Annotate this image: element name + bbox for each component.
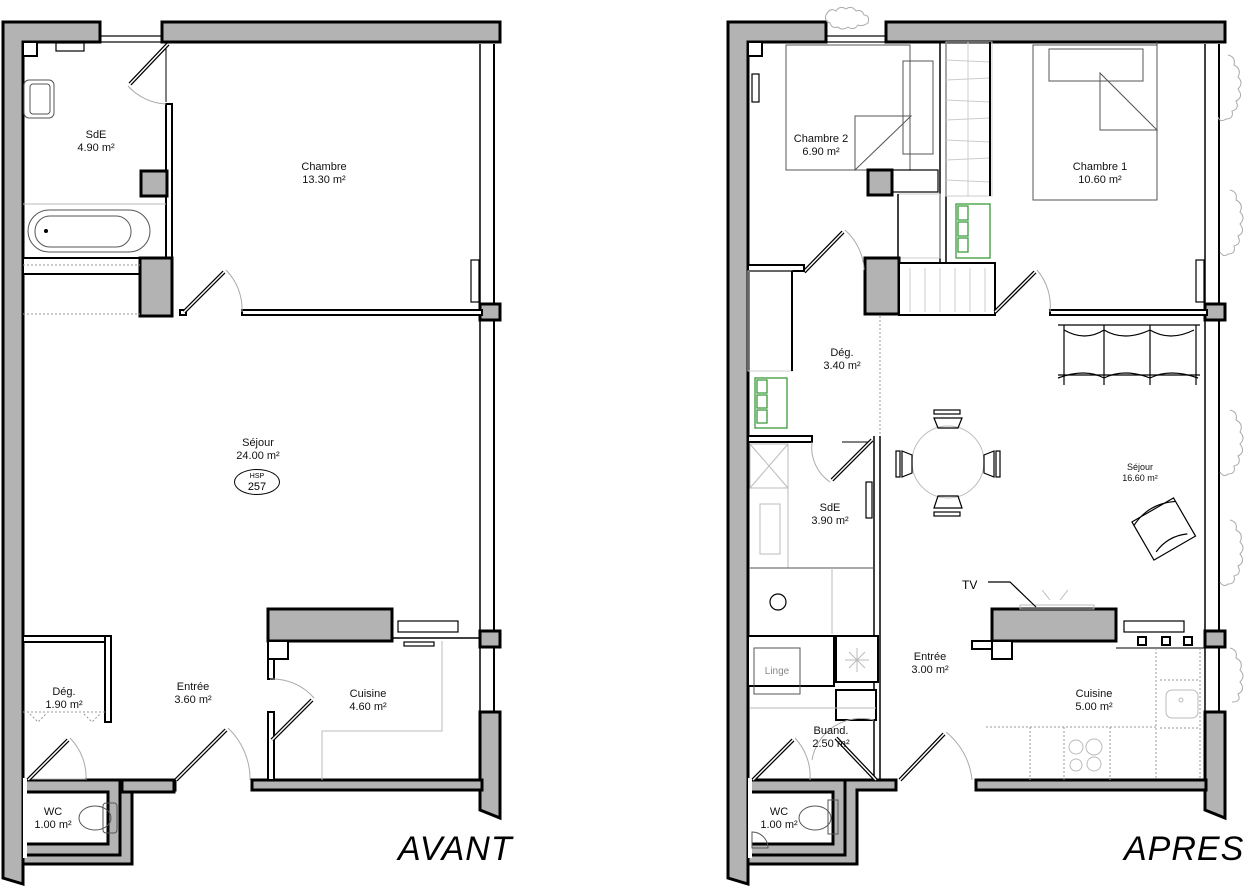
room-area: 3.00 m²: [911, 664, 949, 676]
room-area: 1.00 m²: [34, 819, 72, 831]
room-label-sejour-before: Séjour 24.00 m²: [236, 437, 279, 463]
vegetation-icon: [825, 6, 1244, 703]
room-name: Entrée: [176, 681, 210, 693]
room-name: Chambre 1: [1072, 161, 1128, 173]
room-name: Entrée: [913, 651, 947, 663]
room-name: WC: [769, 806, 789, 818]
room-label-cuisine-before: Cuisine 4.60 m²: [349, 688, 386, 714]
room-area: 4.90 m²: [77, 142, 115, 154]
room-label-sejour-after: Séjour 16.60 m²: [1122, 462, 1158, 484]
room-name: WC: [43, 806, 63, 818]
room-name: SdE: [819, 502, 841, 514]
armchair-icon: [1131, 497, 1197, 561]
room-label-wc-before: WC 1.00 m²: [34, 806, 71, 832]
ceiling-height-badge: HSP 257: [234, 469, 280, 495]
room-area: 13.30 m²: [302, 174, 346, 186]
room-name: Chambre 2: [793, 133, 849, 145]
tv-label: TV: [962, 578, 978, 592]
room-area: 3.60 m²: [174, 694, 212, 706]
room-area: 3.40 m²: [823, 360, 861, 372]
room-name: SdE: [85, 129, 107, 141]
wardrobe-clothes-icon: [955, 203, 991, 259]
room-name: Séjour: [242, 437, 274, 449]
room-label-wc-after: WC 1.00 m²: [760, 806, 797, 832]
room-area: 3.90 m²: [811, 515, 849, 527]
room-label-entree-after: Entrée 3.00 m²: [911, 651, 948, 677]
room-area: 6.90 m²: [802, 146, 840, 158]
room-label-chambre1-after: Chambre 1 10.60 m²: [1073, 161, 1127, 187]
laundry-label: Linge: [764, 666, 790, 677]
pillar: [478, 629, 502, 649]
room-name: Séjour: [1126, 462, 1153, 472]
room-area: 1.00 m²: [760, 819, 798, 831]
room-label-deg-before: Dég. 1.90 m²: [45, 686, 82, 712]
room-name: Buand.: [813, 725, 849, 737]
sofa-icon: [1057, 324, 1200, 385]
plan-title-before: AVANT: [398, 830, 513, 868]
room-area: 16.60 m²: [1122, 473, 1158, 483]
room-label-sde-after: SdE 3.90 m²: [811, 502, 848, 528]
room-area: 1.90 m²: [45, 699, 83, 711]
room-label-cuisine-after: Cuisine 5.00 m²: [1075, 688, 1112, 714]
room-label-sde-before: SdE 4.90 m²: [77, 129, 114, 155]
room-name: Cuisine: [349, 688, 387, 700]
room-label-deg-after: Dég. 3.40 m²: [823, 347, 860, 373]
room-label-chambre-before: Chambre 13.30 m²: [301, 161, 346, 187]
plan-title-after: APRES: [1124, 830, 1245, 868]
room-name: Chambre: [301, 161, 347, 173]
room-area: 24.00 m²: [236, 450, 280, 462]
room-area: 10.60 m²: [1078, 174, 1122, 186]
room-name: Dég.: [52, 686, 76, 698]
room-area: 2.50 m²: [812, 738, 850, 750]
room-label-chambre2-after: Chambre 2 6.90 m²: [794, 133, 848, 159]
wardrobe-clothes-icon: [754, 377, 788, 429]
dining-chairs-icon: [895, 409, 1001, 517]
hsp-label: HSP: [249, 473, 265, 480]
room-name: Cuisine: [1075, 688, 1113, 700]
room-area: 5.00 m²: [1075, 701, 1113, 713]
room-label-buanderie-after: Buand. 2.50 m²: [812, 725, 849, 751]
room-area: 4.60 m²: [349, 701, 387, 713]
room-label-entree-before: Entrée 3.60 m²: [174, 681, 211, 707]
plan-after: [726, 6, 1244, 886]
hsp-value: 257: [247, 481, 267, 493]
plan-before: [1, 20, 502, 886]
room-name: Dég.: [830, 347, 854, 359]
